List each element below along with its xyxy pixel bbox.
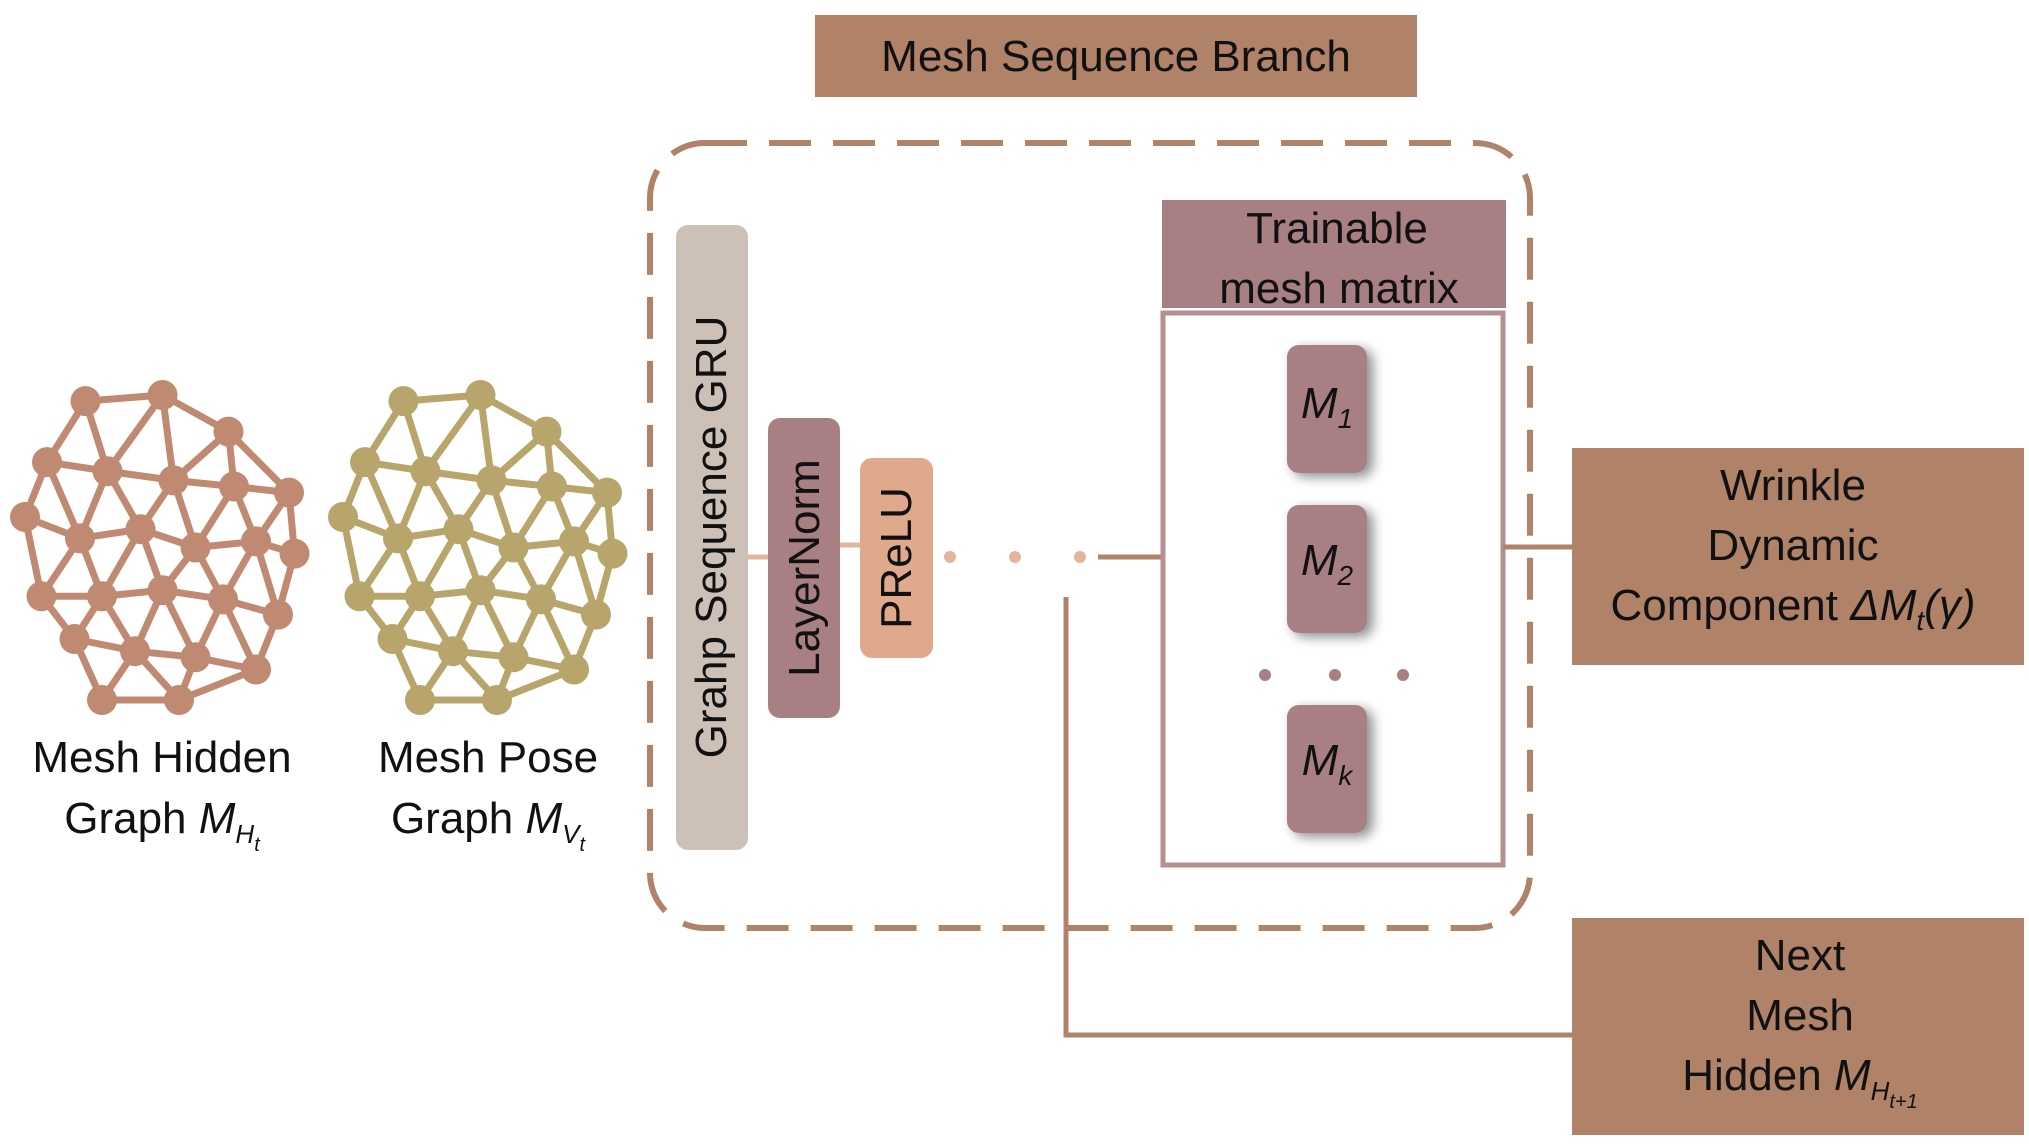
graph-node (263, 599, 293, 630)
graph-node (120, 636, 150, 667)
graph-node (180, 642, 211, 673)
graph-node (498, 642, 529, 673)
svg-text:Mk: Mk (1302, 736, 1355, 791)
graph-node (592, 477, 622, 508)
output-next-hidden-box: Next Mesh Hidden MHt+1 (1572, 918, 2024, 1135)
matrix-title-line2: mesh matrix (1219, 264, 1459, 313)
graph-node (32, 447, 62, 478)
graph-node (597, 538, 628, 569)
branch-dashed-container (647, 140, 1533, 931)
svg-text:M2: M2 (1301, 536, 1354, 591)
graph-node (328, 502, 358, 532)
graph-node (147, 380, 178, 410)
trainable-mesh-matrix: Trainable mesh matrix M1 M2 Mk (1160, 200, 1506, 868)
pose-graph-label-line2: Graph MVt (391, 794, 587, 856)
hidden-graph-label-line2: Graph MHt (64, 794, 261, 856)
prelu-label: PReLU (872, 487, 921, 629)
graph-node (241, 526, 271, 557)
gru-block: Grahp Sequence GRU (676, 225, 748, 850)
graph-node (158, 465, 189, 496)
svg-text:M1: M1 (1301, 379, 1353, 434)
graph-node (219, 471, 249, 502)
graph-node (443, 514, 474, 545)
wrinkle-line3: Component ΔMt(γ) (1611, 581, 1976, 636)
matrix-title-line1: Trainable (1246, 204, 1428, 253)
title-text: Mesh Sequence Branch (881, 32, 1351, 81)
graph-node (70, 386, 101, 417)
graph-node (410, 456, 441, 487)
gru-label: Grahp Sequence GRU (687, 316, 736, 759)
next-hidden-line1: Next (1755, 931, 1845, 980)
ellipsis-dots (944, 551, 1086, 563)
graph-node (559, 526, 589, 557)
graph-node (405, 581, 435, 612)
mesh-hidden-graph-icon (10, 380, 310, 715)
graph-node (476, 465, 507, 496)
graph-node (531, 416, 562, 447)
graph-node (87, 685, 117, 715)
graph-node (482, 685, 512, 715)
prelu-block: PReLU (860, 458, 933, 658)
matrix-item-mk: Mk (1287, 705, 1367, 833)
graph-node (59, 624, 90, 654)
next-hidden-line2: Mesh (1746, 991, 1854, 1040)
graph-node (383, 523, 413, 554)
graph-node (274, 477, 304, 508)
graph-node (559, 654, 589, 685)
graph-node (213, 416, 244, 447)
graph-node (377, 624, 408, 654)
graph-node (92, 456, 123, 487)
graph-node (125, 514, 156, 545)
graph-node (10, 502, 40, 532)
graph-node (147, 575, 178, 606)
graph-node (465, 575, 496, 606)
hidden-graph-label-line1: Mesh Hidden (32, 733, 291, 782)
graph-node (208, 584, 238, 615)
output-wrinkle-box: Wrinkle Dynamic Component ΔMt(γ) (1572, 448, 2024, 665)
graph-edge (422, 391, 484, 475)
graph-node (241, 654, 271, 685)
graph-node (537, 471, 567, 502)
graph-node (279, 538, 310, 569)
title-box: Mesh Sequence Branch (815, 15, 1417, 97)
next-hidden-line3: Hidden MHt+1 (1682, 1051, 1917, 1113)
graph-node (498, 532, 529, 563)
graph-node (465, 380, 496, 410)
graph-node (164, 685, 194, 715)
matrix-item-m1: M1 (1287, 345, 1367, 473)
graph-edge (104, 391, 166, 475)
graph-node (180, 532, 211, 563)
graph-node (26, 581, 57, 612)
graph-node (526, 584, 556, 615)
graph-node (438, 636, 468, 667)
matrix-item-m2: M2 (1287, 505, 1367, 633)
connector-next-hidden (1063, 597, 1572, 1038)
graph-node (388, 386, 419, 417)
graph-node (350, 447, 380, 478)
graph-node (87, 581, 117, 612)
pose-graph-label-line1: Mesh Pose (378, 733, 598, 782)
layernorm-block: LayerNorm (768, 418, 840, 718)
graph-node (405, 685, 435, 715)
matrix-ellipsis-dots (1259, 669, 1409, 681)
layernorm-label: LayerNorm (780, 459, 829, 677)
graph-node (581, 599, 611, 630)
graph-node (344, 581, 375, 612)
wrinkle-line2: Dynamic (1707, 521, 1878, 570)
mesh-pose-graph-icon (328, 380, 628, 715)
wrinkle-line1: Wrinkle (1720, 461, 1866, 510)
graph-node (65, 523, 95, 554)
